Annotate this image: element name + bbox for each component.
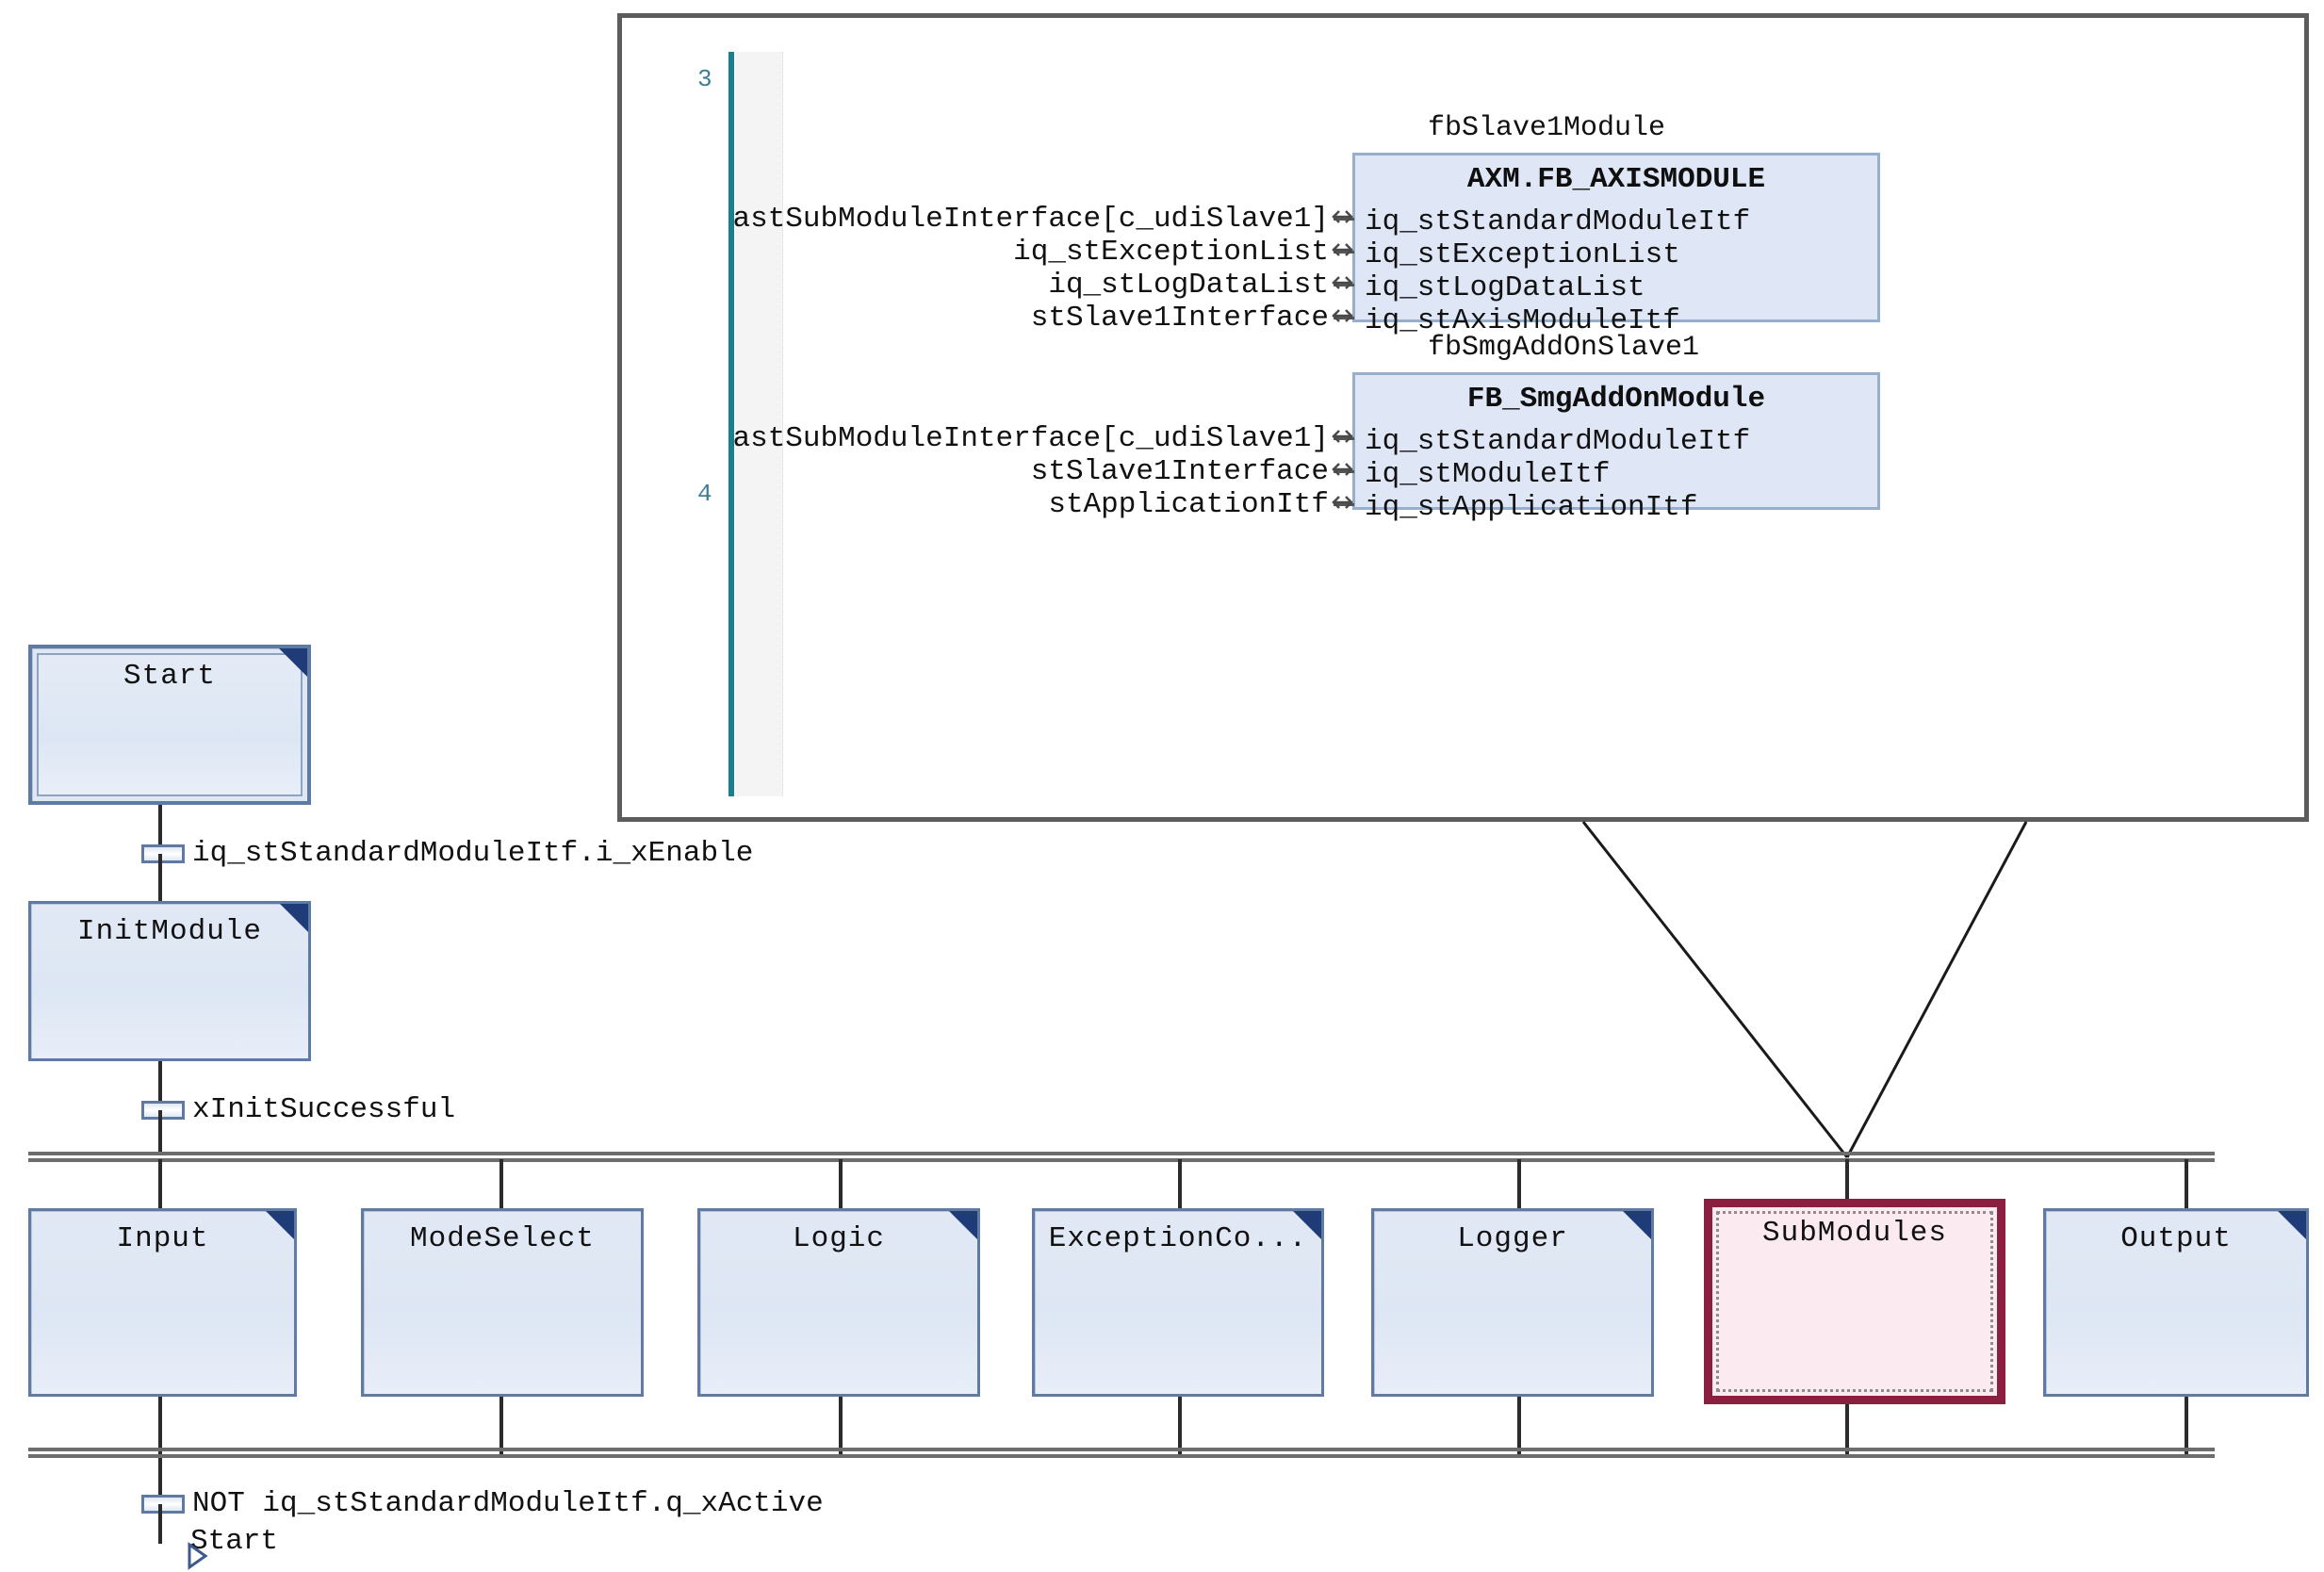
fb-port-iq-stapplicationitf: iq_stApplicationItf bbox=[1365, 491, 1698, 524]
fb-port-iq-stmoduleitf: iq_stModuleItf bbox=[1365, 458, 1611, 491]
fb-instance-name-fbslave1module: fbSlave1Module bbox=[1428, 112, 1666, 144]
transition-bar-2 bbox=[141, 1100, 185, 1120]
sfc-step-label-modeselect: ModeSelect bbox=[409, 1222, 596, 1255]
function-block-fbsmgaddonslave1[interactable]: FB_SmgAddOnModule iq_stStandardModuleItf… bbox=[1352, 372, 1880, 524]
fb-wire-0-2 bbox=[1334, 284, 1354, 287]
fb-arg-stslave1interface-b: stSlave1Interface bbox=[1030, 455, 1329, 488]
sfc-step-label-output: Output bbox=[2120, 1222, 2232, 1255]
jump-target-label: Start bbox=[190, 1525, 279, 1558]
fb-wire-0-1 bbox=[1334, 251, 1354, 254]
fb-instance-name-fbsmgaddonslave1: fbSmgAddOnSlave1 bbox=[1428, 332, 1700, 364]
drop-line-modeselect bbox=[499, 1159, 503, 1208]
sfc-step-label-submodules: SubModules bbox=[1761, 1217, 1948, 1250]
riser-line-logger bbox=[1517, 1397, 1521, 1455]
sfc-step-exceptioncontrol[interactable]: ExceptionCo... bbox=[1032, 1208, 1324, 1397]
connector-start-to-transition1 bbox=[158, 805, 162, 850]
sfc-jump-to-start[interactable]: Start bbox=[168, 1525, 279, 1570]
sfc-step-logger[interactable]: Logger bbox=[1371, 1208, 1654, 1397]
line-number-4: 4 bbox=[697, 480, 712, 508]
sfc-step-start[interactable]: Start bbox=[28, 645, 311, 805]
fb-port-arrow-1-2 bbox=[1332, 496, 1353, 509]
drop-line-logger bbox=[1517, 1159, 1521, 1208]
fb-port-arrow-0-0 bbox=[1332, 210, 1353, 223]
fb-type-name-axm-fb-axismodule: AXM.FB_AXISMODULE bbox=[1466, 163, 1766, 196]
drop-line-exceptioncontrol bbox=[1178, 1159, 1182, 1208]
sfc-step-logic[interactable]: Logic bbox=[697, 1208, 980, 1397]
sfc-step-input[interactable]: Input bbox=[28, 1208, 297, 1397]
fb-port-arrow-0-3 bbox=[1332, 309, 1353, 322]
riser-line-input bbox=[158, 1397, 162, 1455]
sfc-step-label-initmodule: InitModule bbox=[76, 915, 263, 948]
sfc-step-label-logic: Logic bbox=[792, 1222, 885, 1255]
fb-arg-stapplicationitf: stApplicationItf bbox=[1048, 488, 1329, 521]
line-number-3: 3 bbox=[697, 65, 712, 93]
sfc-transition-1[interactable]: iq_stStandardModuleItf.i_xEnable bbox=[141, 837, 753, 870]
fb-port-iq-stlogdatalist: iq_stLogDataList bbox=[1365, 271, 1645, 304]
function-block-fbslave1module[interactable]: AXM.FB_AXISMODULE iq_stStandardModuleItf… bbox=[1352, 153, 1880, 337]
fb-wire-1-1 bbox=[1334, 470, 1354, 473]
transition-bar-1 bbox=[141, 843, 185, 863]
fb-port-iq-ststandardmoduleitf-2: iq_stStandardModuleItf bbox=[1365, 425, 1751, 458]
fb-wire-1-0 bbox=[1334, 437, 1354, 440]
transition-label-1: iq_stStandardModuleItf.i_xEnable bbox=[192, 837, 754, 870]
fb-port-iq-stexceptionlist: iq_stExceptionList bbox=[1365, 238, 1680, 271]
parallel-branch-rail-top bbox=[28, 1152, 2215, 1162]
drop-line-logic bbox=[839, 1159, 843, 1208]
connector-transition2-to-rail-top bbox=[158, 1110, 162, 1152]
fb-arg-stslave1interface-a: stSlave1Interface bbox=[1030, 302, 1329, 335]
sfc-step-label-exceptioncontrol: ExceptionCo... bbox=[1048, 1222, 1308, 1255]
transition-bar-3 bbox=[141, 1494, 185, 1514]
parallel-branch-rail-bottom bbox=[28, 1448, 2215, 1458]
sfc-step-output[interactable]: Output bbox=[2043, 1208, 2309, 1397]
sfc-transition-2[interactable]: xInitSuccessful bbox=[141, 1093, 455, 1126]
fb-port-arrow-1-1 bbox=[1332, 463, 1353, 476]
editor-active-line-marker bbox=[728, 52, 734, 796]
sfc-transition-3[interactable]: NOT iq_stStandardModuleItf.q_xActive bbox=[141, 1487, 824, 1520]
sfc-step-modeselect[interactable]: ModeSelect bbox=[361, 1208, 644, 1397]
sfc-step-label-logger: Logger bbox=[1457, 1222, 1568, 1255]
sfc-step-label-input: Input bbox=[116, 1222, 209, 1255]
initial-step-inner-frame bbox=[37, 653, 303, 796]
transition-label-3: NOT iq_stStandardModuleItf.q_xActive bbox=[192, 1487, 824, 1520]
jump-arrow-icon bbox=[168, 1529, 208, 1570]
connector-initmodule-to-transition2 bbox=[158, 1061, 162, 1106]
fb-arg-iq-stexceptionlist: iq_stExceptionList bbox=[1013, 236, 1329, 269]
drop-line-output bbox=[2185, 1159, 2188, 1208]
fb-arg-iq-stlogdatalist: iq_stLogDataList bbox=[1048, 269, 1329, 302]
selection-focus-ring bbox=[1716, 1211, 1993, 1392]
fb-port-arrow-0-2 bbox=[1332, 276, 1353, 289]
fb-type-name-fb-smgaddonmodule: FB_SmgAddOnModule bbox=[1466, 383, 1766, 416]
drop-line-input bbox=[158, 1159, 162, 1208]
fb-wire-1-2 bbox=[1334, 503, 1354, 506]
fb-port-arrow-1-0 bbox=[1332, 430, 1353, 443]
sfc-step-submodules[interactable]: SubModules bbox=[1704, 1199, 2005, 1404]
riser-line-modeselect bbox=[499, 1397, 503, 1455]
riser-line-output bbox=[2185, 1397, 2188, 1455]
sfc-step-label-start: Start bbox=[123, 660, 216, 693]
editor-gutter-strip bbox=[735, 52, 783, 796]
fb-wire-0-3 bbox=[1334, 317, 1354, 319]
drop-line-submodules bbox=[1845, 1159, 1849, 1208]
connector-transition1-to-initmodule bbox=[158, 854, 162, 901]
connector-rail-to-transition3 bbox=[158, 1458, 162, 1501]
fb-arg-astsubmoduleinterface-slave1-a: astSubModuleInterface[c_udiSlave1] bbox=[732, 203, 1329, 236]
fb-arg-astsubmoduleinterface-slave1-b: astSubModuleInterface[c_udiSlave1] bbox=[732, 422, 1329, 455]
fb-port-arrow-0-1 bbox=[1332, 243, 1353, 256]
riser-line-logic bbox=[839, 1397, 843, 1455]
riser-line-submodules bbox=[1845, 1404, 1849, 1455]
fb-port-iq-ststandardmoduleitf-1: iq_stStandardModuleItf bbox=[1365, 205, 1751, 238]
sfc-step-initmodule[interactable]: InitModule bbox=[28, 901, 311, 1061]
transition-label-2: xInitSuccessful bbox=[192, 1093, 456, 1126]
connector-transition3-to-jump bbox=[158, 1504, 162, 1544]
fb-port-iq-staxismoduleitf: iq_stAxisModuleItf bbox=[1365, 304, 1680, 337]
action-editor-panel[interactable]: 3 4 fbSlave1Module AXM.FB_AXISMODULE iq_… bbox=[617, 13, 2309, 822]
riser-line-exceptioncontrol bbox=[1178, 1397, 1182, 1455]
fb-wire-0-0 bbox=[1334, 218, 1354, 221]
